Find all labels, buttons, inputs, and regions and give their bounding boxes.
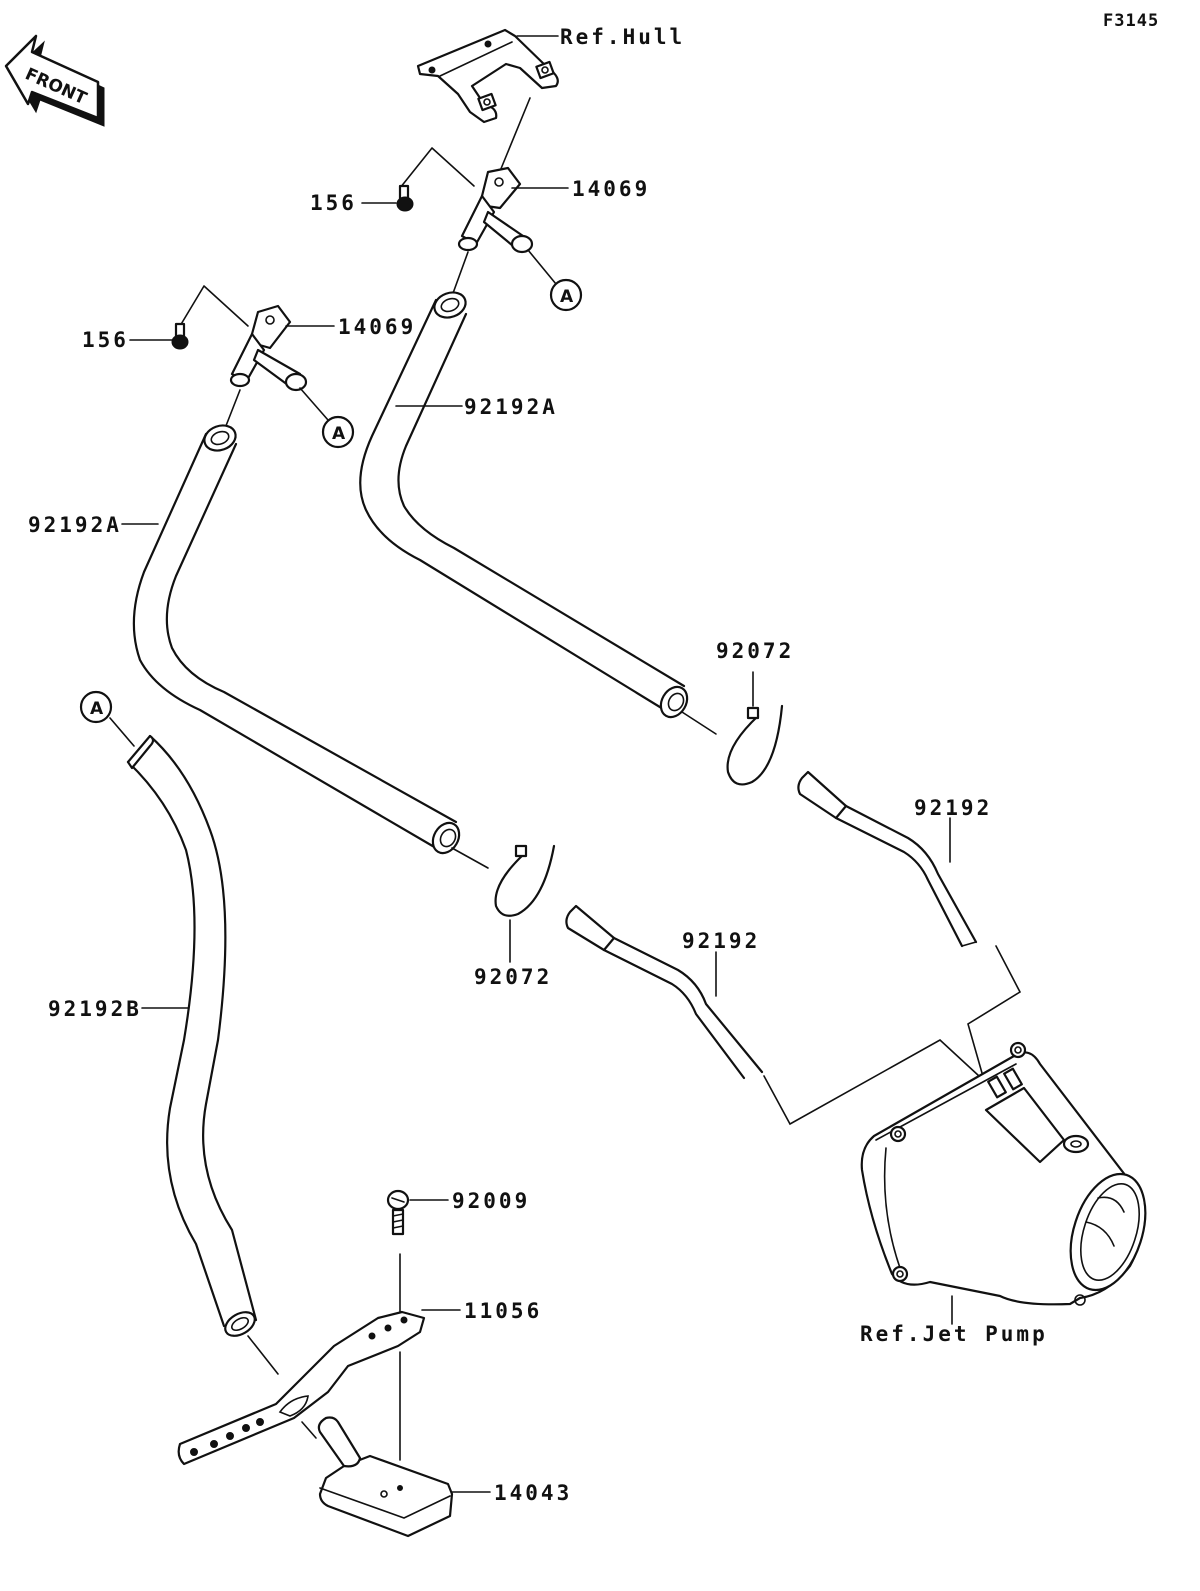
front-arrow-icon: FRONT xyxy=(4,34,105,127)
bracket-11056 xyxy=(177,1310,426,1466)
connector-a-upper: A xyxy=(549,278,583,312)
label-92192a-upper: 92192A xyxy=(464,395,558,419)
figure-code: F3145 xyxy=(1103,11,1159,31)
connector-a-left: A xyxy=(321,415,355,449)
svg-text:A: A xyxy=(560,287,574,307)
label-92192-lower: 92192 xyxy=(682,929,760,953)
band-92072-lower xyxy=(494,844,556,917)
leader-screw-upper xyxy=(399,147,475,189)
label-92072-upper: 92072 xyxy=(716,639,794,663)
hose-92192-upper xyxy=(797,770,978,948)
connector-a-bottom: A xyxy=(79,690,113,724)
label-92192a-left: 92192A xyxy=(28,513,122,537)
strainer-14043 xyxy=(317,1416,454,1538)
hose-92192b xyxy=(126,734,258,1337)
screw-156-upper xyxy=(396,184,414,212)
leader-hose-upper-to-pump xyxy=(967,945,1022,1081)
label-92009: 92009 xyxy=(452,1189,530,1213)
leader-screw-left xyxy=(179,285,249,327)
band-92072-upper xyxy=(726,704,784,786)
label-92192b: 92192B xyxy=(48,997,142,1021)
hose-92192a-upper xyxy=(359,291,689,719)
screw-156-left xyxy=(171,322,189,350)
label-92192-upper: 92192 xyxy=(914,796,992,820)
label-156-upper: 156 xyxy=(310,191,357,215)
label-11056: 11056 xyxy=(464,1299,542,1323)
screw-92009 xyxy=(386,1189,410,1236)
leader-hull-fitting xyxy=(497,97,531,177)
jet-pump xyxy=(860,1041,1147,1306)
fitting-upper xyxy=(457,166,534,254)
label-92072-lower: 92072 xyxy=(474,965,552,989)
label-ref-hull: Ref.Hull xyxy=(560,25,685,49)
label-ref-jet-pump: Ref.Jet Pump xyxy=(860,1322,1048,1346)
svg-text:A: A xyxy=(90,699,104,719)
fitting-left xyxy=(229,304,308,392)
leader-hose-lower-to-pump xyxy=(763,1039,993,1126)
label-156-left: 156 xyxy=(82,328,129,352)
label-14069-upper: 14069 xyxy=(572,177,650,201)
hose-92192a-left xyxy=(132,424,461,855)
label-14069-left: 14069 xyxy=(338,315,416,339)
hull-bracket xyxy=(416,28,559,124)
hose-92192-lower xyxy=(565,904,764,1080)
label-14043: 14043 xyxy=(494,1481,572,1505)
svg-text:A: A xyxy=(332,424,346,444)
